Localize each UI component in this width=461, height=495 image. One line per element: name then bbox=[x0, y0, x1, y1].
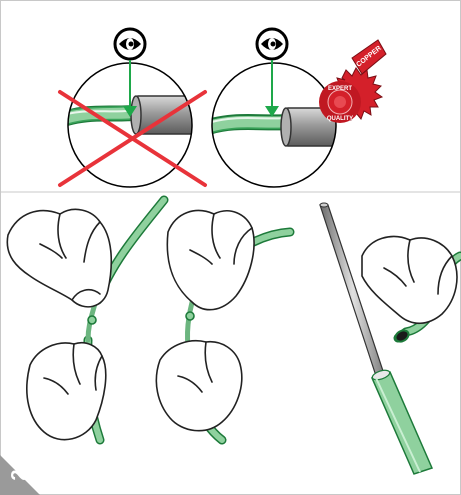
step-number: 2 bbox=[4, 460, 34, 490]
eye-icon bbox=[257, 29, 287, 59]
eye-icon bbox=[115, 29, 145, 59]
seal-text-bottom: QUALITY bbox=[327, 116, 353, 122]
seal-text-top: EXPERT bbox=[328, 86, 352, 92]
